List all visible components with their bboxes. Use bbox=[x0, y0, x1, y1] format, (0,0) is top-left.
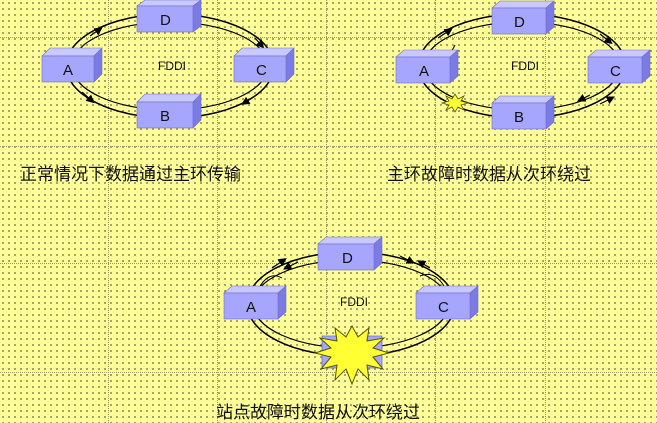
node-box: A bbox=[223, 285, 287, 320]
node-box: A bbox=[41, 47, 103, 83]
node-label: D bbox=[342, 250, 353, 267]
arrow-icon bbox=[271, 258, 287, 269]
node-label: A bbox=[63, 62, 73, 79]
node-label: C bbox=[438, 299, 449, 316]
node-box: B bbox=[136, 93, 202, 129]
node-label: D bbox=[160, 12, 171, 29]
node-box: D bbox=[317, 236, 383, 271]
wrap-path bbox=[419, 273, 445, 287]
arrow-icon bbox=[254, 37, 265, 49]
node-label: A bbox=[246, 299, 256, 316]
node-box: D bbox=[491, 0, 555, 35]
arrow-icon bbox=[241, 96, 253, 105]
ring-label: FDDI bbox=[511, 59, 539, 73]
node-label: D bbox=[514, 14, 525, 31]
arrow-icon bbox=[599, 96, 616, 105]
caption-normal: 正常情况下数据通过主环传输 bbox=[20, 165, 241, 185]
diagram-station-fault: FDDI bbox=[246, 251, 456, 386]
arrow-icon bbox=[282, 261, 299, 270]
arrow-icon bbox=[89, 27, 103, 37]
node-box: C bbox=[587, 49, 651, 84]
node-label: C bbox=[610, 63, 621, 80]
node-label: C bbox=[256, 62, 267, 79]
arrow-icon bbox=[576, 93, 591, 102]
arrow-icon bbox=[599, 33, 613, 45]
arrow-icon bbox=[437, 28, 453, 39]
fault-burst-icon bbox=[440, 93, 470, 113]
ring-label: FDDI bbox=[158, 59, 186, 73]
arrow-icon bbox=[417, 260, 431, 269]
ring-label: FDDI bbox=[340, 295, 368, 309]
node-box: D bbox=[136, 0, 202, 33]
node-box: C bbox=[233, 47, 295, 83]
node-label: B bbox=[160, 108, 170, 125]
arrow-icon bbox=[81, 91, 95, 104]
node-box: C bbox=[415, 285, 479, 320]
arrow-icon bbox=[399, 255, 416, 264]
fault-burst-icon bbox=[313, 324, 391, 386]
caption-ring-fault: 主环故障时数据从次环绕过 bbox=[387, 165, 591, 185]
node-label: A bbox=[419, 63, 429, 80]
caption-station-fault: 站点故障时数据从次环绕过 bbox=[216, 403, 420, 423]
node-label: B bbox=[514, 109, 524, 126]
node-box: A bbox=[395, 49, 459, 84]
node-box: B bbox=[491, 95, 555, 130]
